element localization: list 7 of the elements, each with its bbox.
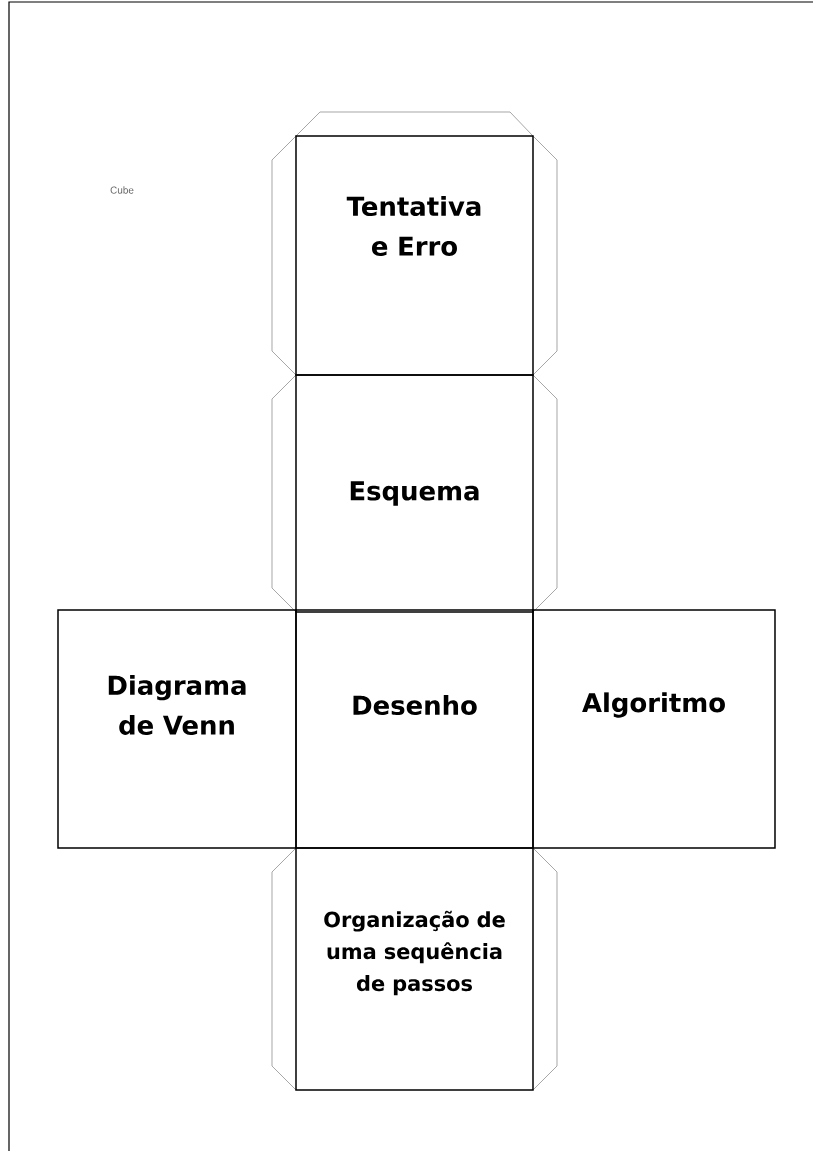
note-text: Cube <box>110 186 134 194</box>
cube-face: Organização de uma sequência de passos <box>295 847 534 1091</box>
cube-face: Desenho <box>295 609 534 849</box>
cube-face: Esquema <box>295 374 534 613</box>
cube-face: Diagrama de Venn <box>57 609 297 849</box>
cube-face: Algoritmo <box>532 609 776 849</box>
cube-face: Tentativa e Erro <box>295 135 534 376</box>
